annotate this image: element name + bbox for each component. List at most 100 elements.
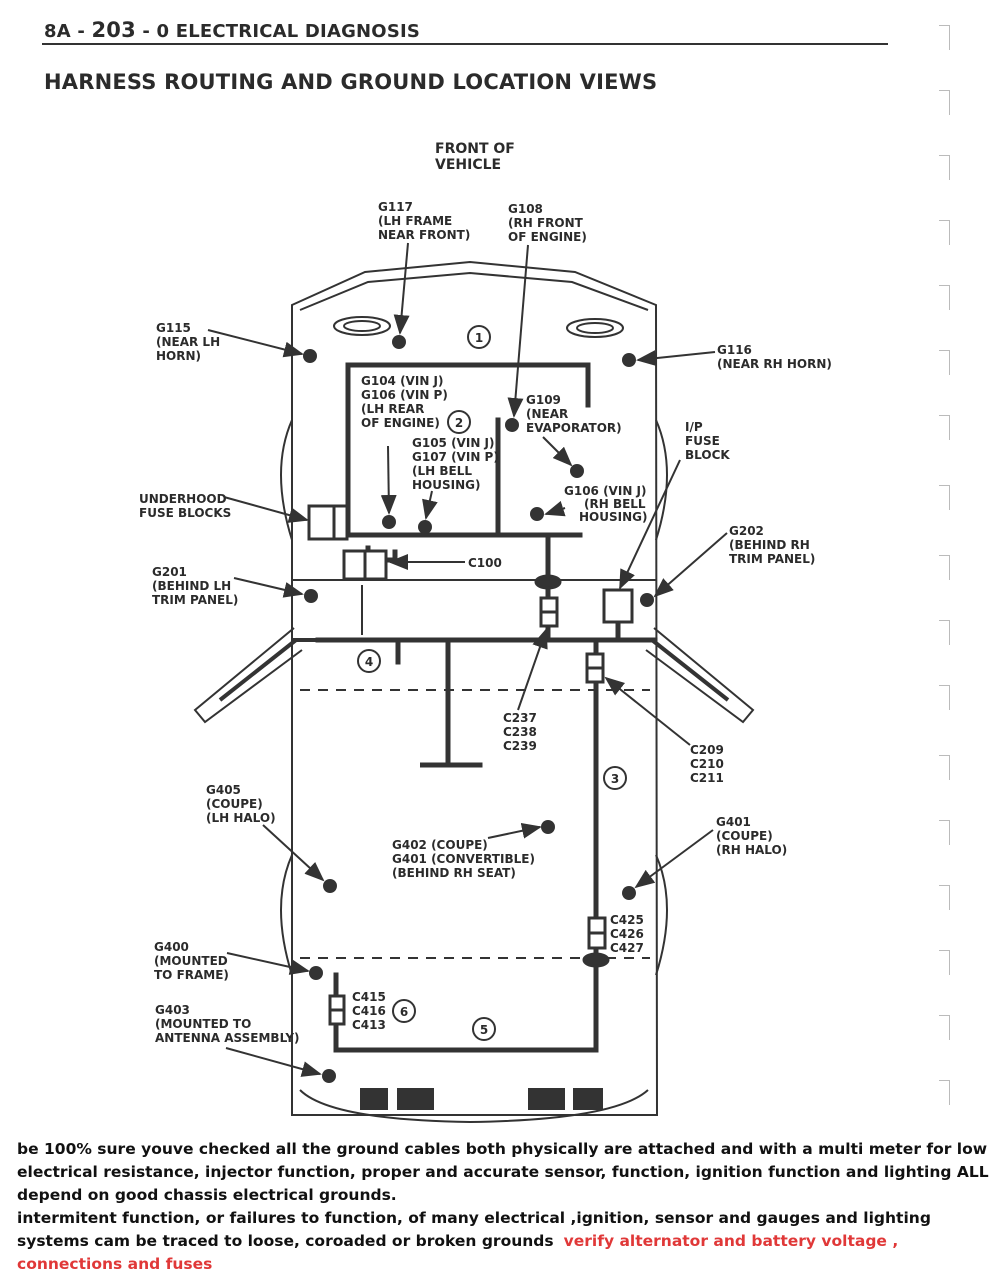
circle-2: 2 — [455, 416, 463, 430]
circle-4: 4 — [365, 655, 373, 669]
g402-label-2: G401 (CONVERTIBLE) — [392, 852, 535, 866]
g116-dot — [622, 353, 636, 367]
g117-label-3: NEAR FRONT) — [378, 228, 470, 242]
g403-label-1: G403 — [155, 1003, 190, 1017]
g202-label-1: G202 — [729, 524, 764, 538]
c415-label-1: C415 — [352, 990, 386, 1004]
g400-dot — [309, 966, 323, 980]
g201-label-1: G201 — [152, 565, 187, 579]
note-paragraph-1: be 100% sure youve checked all the groun… — [17, 1140, 989, 1204]
g201-label-2: (BEHIND LH — [152, 579, 231, 593]
g104-dot — [382, 515, 396, 529]
c425-label-2: C426 — [610, 927, 644, 941]
g108-label-2: (RH FRONT — [508, 216, 584, 230]
g109-label-3: EVAPORATOR) — [526, 421, 622, 435]
circle-6: 6 — [400, 1005, 408, 1019]
code-prefix: 8A - — [44, 21, 85, 42]
ip-fuse-block — [602, 588, 634, 624]
car-body-outline — [291, 260, 659, 1116]
g106-label-2: (RH BELL — [584, 497, 646, 511]
g106-rh-dot — [570, 464, 584, 478]
g202-dot — [640, 593, 654, 607]
c415-label-2: C416 — [352, 1004, 386, 1018]
c209-label-2: C210 — [690, 757, 724, 771]
c209-label-3: C211 — [690, 771, 724, 785]
front-of-vehicle-line1: FRONT OF — [435, 141, 515, 157]
g116-label-1: G116 — [717, 343, 752, 357]
g202-label-2: (BEHIND RH — [729, 538, 810, 552]
g405-label-3: (LH HALO) — [206, 811, 276, 825]
g405-label-1: G405 — [206, 783, 241, 797]
note-paragraph-2-text: intermitent function, or failures to fun… — [17, 1209, 931, 1250]
g115-label-1: G115 — [156, 321, 191, 335]
g403-dot — [322, 1069, 336, 1083]
c100-label: C100 — [468, 556, 502, 570]
g105-label-3: (LH BELL — [412, 464, 472, 478]
circle-1: 1 — [475, 331, 483, 345]
underhood-fuse-block — [307, 504, 349, 541]
g108-label-1: G108 — [508, 202, 543, 216]
g201-dot — [304, 589, 318, 603]
c237-label-3: C239 — [503, 739, 537, 753]
g109-dot — [505, 418, 519, 432]
underhood-label-1: UNDERHOOD — [139, 492, 227, 506]
g108-label-3: OF ENGINE) — [508, 230, 587, 244]
g104-label-2: G106 (VIN P) — [361, 388, 448, 402]
note-paragraph-2: intermitent function, or failures to fun… — [17, 1207, 992, 1276]
g400-label-2: (MOUNTED — [154, 954, 228, 968]
g400-label-1: G400 — [154, 940, 189, 954]
ip-fuse-label-3: BLOCK — [685, 448, 730, 462]
c425-label-3: C427 — [610, 941, 644, 955]
g202-label-3: TRIM PANEL) — [729, 552, 815, 566]
g405-dot — [323, 879, 337, 893]
g117-dot — [392, 335, 406, 349]
c209-label-1: C209 — [690, 743, 724, 757]
g109-label-2: (NEAR — [526, 407, 568, 421]
g104-label-4: OF ENGINE) — [361, 416, 440, 430]
g106-label-1: G106 (VIN J) — [564, 484, 646, 498]
underhood-label-2: FUSE BLOCKS — [139, 506, 231, 520]
voltage-reminder: verify alternator and battery voltage , … — [17, 1232, 899, 1273]
code-suffix: - 0 — [142, 21, 170, 42]
circle-3: 3 — [611, 772, 619, 786]
g105-label-1: G105 (VIN J) — [412, 436, 494, 450]
g115-label-3: HORN) — [156, 349, 201, 363]
c415-label-3: C413 — [352, 1018, 386, 1032]
c237-label-2: C238 — [503, 725, 537, 739]
g401-rh-dot — [622, 886, 636, 900]
g117-label-1: G117 — [378, 200, 413, 214]
g115-dot — [303, 349, 317, 363]
g405-label-2: (COUPE) — [206, 797, 263, 811]
g401r-label-3: (RH HALO) — [716, 843, 787, 857]
g401r-label-2: (COUPE) — [716, 829, 773, 843]
engine-harness — [345, 362, 591, 408]
ip-fuse-label-1: I/P — [685, 420, 703, 434]
g116-label-2: (NEAR RH HORN) — [717, 357, 832, 371]
g400-label-3: TO FRAME) — [154, 968, 229, 982]
section-name: ELECTRICAL DIAGNOSIS — [175, 21, 421, 42]
g104-label-1: G104 (VIN J) — [361, 374, 443, 388]
g106-label-3: HOUSING) — [579, 510, 647, 524]
g402-dot — [541, 820, 555, 834]
g105-dot — [418, 520, 432, 534]
page-title: HARNESS ROUTING AND GROUND LOCATION VIEW… — [44, 70, 658, 94]
page-edge-marks — [931, 20, 951, 1270]
ip-fuse-label-2: FUSE — [685, 434, 720, 448]
c237-label-1: C237 — [503, 711, 537, 725]
g106-dot — [530, 507, 544, 521]
g401r-label-1: G401 — [716, 815, 751, 829]
g115-label-2: (NEAR LH — [156, 335, 220, 349]
code-number: 203 — [91, 18, 136, 42]
g117-label-2: (LH FRAME — [378, 214, 452, 228]
g104-label-3: (LH REAR — [361, 402, 424, 416]
g105-label-2: G107 (VIN P) — [412, 450, 499, 464]
g403-label-3: ANTENNA ASSEMBLY) — [155, 1031, 300, 1045]
g402-label-3: (BEHIND RH SEAT) — [392, 866, 516, 880]
g201-label-3: TRIM PANEL) — [152, 593, 238, 607]
c425-label-1: C425 — [610, 913, 644, 927]
g402-label-1: G402 (COUPE) — [392, 838, 488, 852]
front-of-vehicle-line2: VEHICLE — [435, 157, 501, 173]
circle-5: 5 — [480, 1023, 488, 1037]
g105-label-4: HOUSING) — [412, 478, 480, 492]
